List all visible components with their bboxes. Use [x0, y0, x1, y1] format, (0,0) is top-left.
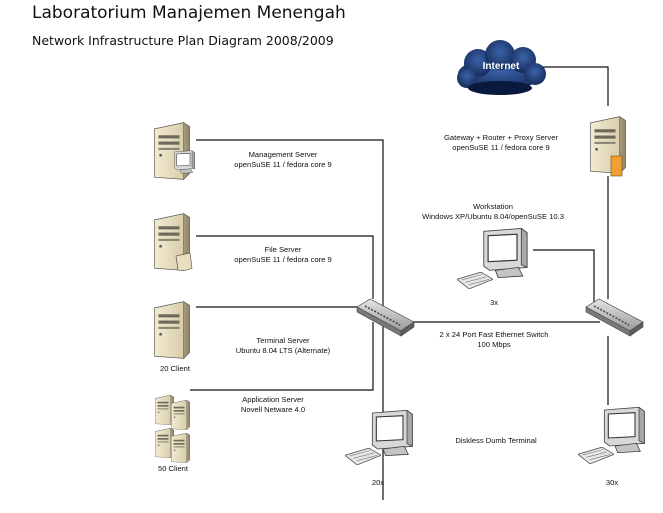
dumb-terminal-left-icon	[345, 410, 413, 465]
switch-right-icon	[585, 298, 644, 337]
dumb-terminal-label: Diskless Dumb Terminal	[455, 436, 537, 445]
file-server-label: File Server openSuSE 11 / fedora core 9	[220, 245, 346, 265]
link-management-server	[196, 139, 384, 500]
management-server-os: openSuSE 11 / fedora core 9	[234, 160, 332, 169]
terminal-server-clients: 20 Client	[160, 364, 190, 373]
file-server-icon	[153, 213, 193, 271]
file-server-os: openSuSE 11 / fedora core 9	[234, 255, 332, 264]
application-server-label: Application Server Novell Netware 4.0	[210, 395, 336, 415]
application-server-name: Application Server	[242, 395, 304, 404]
gateway-server-icon	[589, 116, 626, 177]
terminal-server-label: Terminal Server Ubuntu 8.04 LTS (Alterna…	[218, 336, 348, 356]
page-title: Laboratorium Manajemen Menengah	[32, 3, 346, 23]
workstation-os: Windows XP/Ubuntu 8.04/openSuSE 10.3	[422, 212, 564, 221]
terminal-server-icon	[153, 301, 190, 359]
workstation-icon	[457, 228, 528, 289]
dumb-terminal-right-count: 30x	[605, 478, 619, 487]
dumb-terminal-left-count: 20x	[371, 478, 385, 487]
link-application-server	[190, 322, 374, 391]
gateway-label: Gateway + Router + Proxy Server openSuSE…	[433, 133, 569, 153]
switch-speed: 100 Mbps	[477, 340, 511, 349]
management-server-icon	[153, 122, 195, 180]
workstation-count: 3x	[489, 298, 499, 307]
workstation-label: Workstation Windows XP/Ubuntu 8.04/openS…	[408, 202, 578, 222]
gateway-os: openSuSE 11 / fedora core 9	[452, 143, 550, 152]
dumb-terminal-right-icon	[578, 407, 645, 464]
link-file-server	[196, 235, 374, 299]
internet-label: Internet	[482, 61, 520, 72]
gateway-name: Gateway + Router + Proxy Server	[444, 133, 558, 142]
link-gateway	[541, 66, 609, 106]
link-workstation	[533, 249, 595, 302]
terminal-server-name: Terminal Server	[256, 336, 310, 345]
workstation-name: Workstation	[473, 202, 513, 211]
management-server-label: Management Server openSuSE 11 / fedora c…	[220, 150, 346, 170]
switch-left-icon	[356, 298, 415, 337]
application-server-os: Novell Netware 4.0	[240, 405, 306, 414]
internet-cloud-icon	[457, 40, 546, 95]
application-server-icon	[155, 395, 190, 463]
application-server-clients: 50 Client	[158, 464, 188, 473]
switch-label: 2 x 24 Port Fast Ethernet Switch 100 Mbp…	[424, 330, 564, 350]
switch-name: 2 x 24 Port Fast Ethernet Switch	[439, 330, 549, 339]
terminal-server-os: Ubuntu 8.04 LTS (Alternate)	[235, 346, 331, 355]
file-server-name: File Server	[264, 245, 302, 254]
connection-lines	[190, 66, 609, 500]
page-subtitle: Network Infrastructure Plan Diagram 2008…	[32, 33, 334, 48]
management-server-name: Management Server	[248, 150, 318, 159]
